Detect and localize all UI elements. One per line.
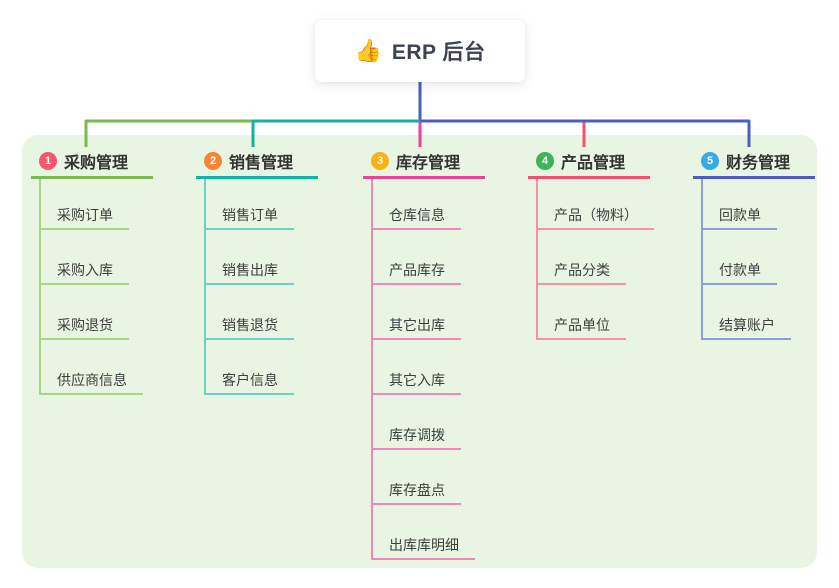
branch-title-purchase[interactable]: 1 采购管理	[31, 146, 153, 179]
root-node[interactable]: 👍 ERP 后台	[315, 20, 525, 82]
child-node[interactable]: 产品（物料）	[536, 202, 654, 230]
child-node[interactable]: 销售订单	[204, 202, 294, 230]
child-node[interactable]: 采购订单	[39, 202, 129, 230]
branch-title-label: 采购管理	[64, 155, 129, 172]
branch-title-label: 库存管理	[396, 155, 461, 172]
root-node-label: ERP 后台	[391, 41, 486, 64]
branch-child-connector	[371, 179, 373, 560]
branch-number-badge: 1	[39, 152, 57, 170]
branch-child-connector	[701, 179, 703, 340]
branches-background-panel	[22, 135, 817, 568]
branch-number-badge: 2	[204, 152, 222, 170]
child-node[interactable]: 仓库信息	[371, 202, 461, 230]
child-node[interactable]: 产品单位	[536, 312, 626, 340]
branch-number-badge: 5	[701, 152, 719, 170]
child-node[interactable]: 结算账户	[701, 312, 791, 340]
child-node[interactable]: 付款单	[701, 257, 777, 285]
child-node[interactable]: 采购入库	[39, 257, 129, 285]
child-node[interactable]: 客户信息	[204, 367, 294, 395]
branch-child-connector	[536, 179, 538, 340]
child-node[interactable]: 销售出库	[204, 257, 294, 285]
branch-number-badge: 3	[371, 152, 389, 170]
branch-title-label: 销售管理	[229, 155, 294, 172]
child-node[interactable]: 回款单	[701, 202, 777, 230]
child-node[interactable]: 产品分类	[536, 257, 626, 285]
branch-title-inventory[interactable]: 3 库存管理	[363, 146, 485, 179]
child-node[interactable]: 其它入库	[371, 367, 461, 395]
child-node[interactable]: 采购退货	[39, 312, 129, 340]
branch-child-connector	[39, 179, 41, 395]
branch-title-label: 产品管理	[561, 155, 626, 172]
child-node[interactable]: 供应商信息	[39, 367, 143, 395]
thumbs-up-icon: 👍	[354, 38, 382, 63]
child-node[interactable]: 库存调拨	[371, 422, 461, 450]
child-node[interactable]: 产品库存	[371, 257, 461, 285]
branch-title-label: 财务管理	[726, 155, 791, 172]
branch-child-connector	[204, 179, 206, 395]
branch-number-badge: 4	[536, 152, 554, 170]
child-node[interactable]: 库存盘点	[371, 477, 461, 505]
branch-title-finance[interactable]: 5 财务管理	[693, 146, 815, 179]
child-node[interactable]: 其它出库	[371, 312, 461, 340]
branch-title-sales[interactable]: 2 销售管理	[196, 146, 318, 179]
branch-title-product[interactable]: 4 产品管理	[528, 146, 650, 179]
child-node[interactable]: 销售退货	[204, 312, 294, 340]
child-node[interactable]: 出库库明细	[371, 532, 475, 560]
